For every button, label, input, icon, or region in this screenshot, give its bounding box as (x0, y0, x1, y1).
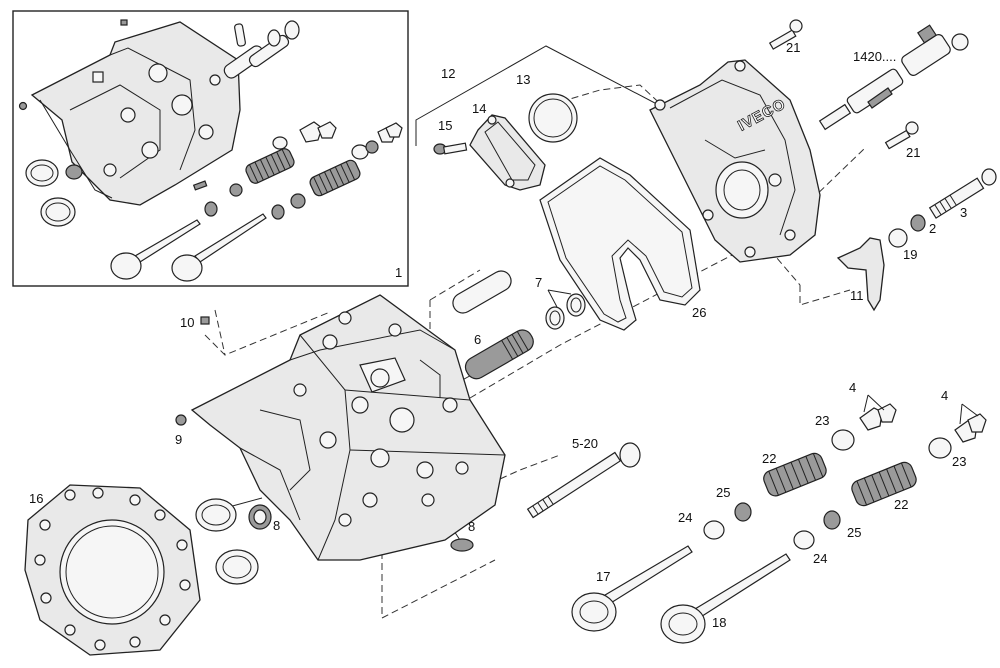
cylinder-head (190, 294, 506, 561)
callout-2: 2 (929, 221, 936, 236)
dowel-pin-10 (200, 316, 210, 325)
callout-21-right: 21 (906, 145, 920, 160)
bolt-21-right (884, 121, 919, 150)
callout-5-20: 5-20 (572, 436, 598, 451)
callout-12: 12 (441, 66, 455, 81)
callout-15: 15 (438, 118, 452, 133)
inset-small-dowel (120, 19, 128, 26)
callout-17: 17 (596, 569, 610, 584)
plug-9 (175, 414, 187, 426)
bolt-15 (433, 142, 468, 155)
callout-26: 26 (692, 305, 706, 320)
bolt-3 (928, 168, 997, 219)
cover-gasket (539, 157, 701, 331)
callout-4-right: 4 (941, 388, 948, 403)
callout-22-left: 22 (762, 451, 776, 466)
callout-1: 1 (395, 265, 402, 280)
inset-kit-box: 1 (12, 10, 409, 287)
inset-small-plug (18, 101, 28, 111)
head-gasket (24, 484, 201, 656)
cover-plate (469, 114, 546, 191)
callout-24-right: 24 (813, 551, 827, 566)
callout-25-right: 25 (847, 525, 861, 540)
callout-23-left: 23 (815, 413, 829, 428)
bolt-5-20 (526, 442, 641, 519)
callout-19: 19 (903, 247, 917, 262)
callout-8-right: 8 (468, 519, 475, 534)
inset-valve-seats (25, 159, 83, 227)
seal-ring-13 (528, 93, 578, 143)
callout-25-left: 25 (716, 485, 730, 500)
bolt-21-top (768, 19, 803, 50)
inset-valve-springs (192, 121, 403, 220)
callout-13: 13 (516, 72, 530, 87)
inset-valves (110, 213, 267, 282)
callout-10: 10 (180, 315, 194, 330)
inset-cylinder-head (30, 21, 241, 206)
valve-train-right (571, 394, 987, 644)
injector-1420 (818, 24, 969, 131)
washer-19 (888, 228, 908, 248)
callout-18: 18 (712, 615, 726, 630)
callout-16: 16 (29, 491, 43, 506)
injector-sleeve (452, 270, 534, 380)
callout-11: 11 (850, 288, 864, 303)
callout-3: 3 (960, 205, 967, 220)
callout-21-top: 21 (786, 40, 800, 55)
callout-9: 9 (175, 432, 182, 447)
rocker-arm-11 (836, 237, 885, 312)
callout-22-right: 22 (894, 497, 908, 512)
callout-24-left: 24 (678, 510, 692, 525)
rocker-cover (649, 59, 821, 263)
callout-4-left: 4 (849, 380, 856, 395)
inset-valve-guides (223, 20, 300, 79)
callout-23-right: 23 (952, 454, 966, 469)
valve-seat-inserts (195, 498, 474, 585)
callout-14: 14 (472, 101, 486, 116)
callout-7: 7 (535, 275, 542, 290)
o-rings-7 (545, 289, 586, 330)
callout-8-left: 8 (273, 518, 280, 533)
callout-6: 6 (474, 332, 481, 347)
callout-1420: 1420.... (853, 49, 896, 64)
assembly-lines (204, 45, 866, 619)
washer-2 (910, 214, 926, 232)
